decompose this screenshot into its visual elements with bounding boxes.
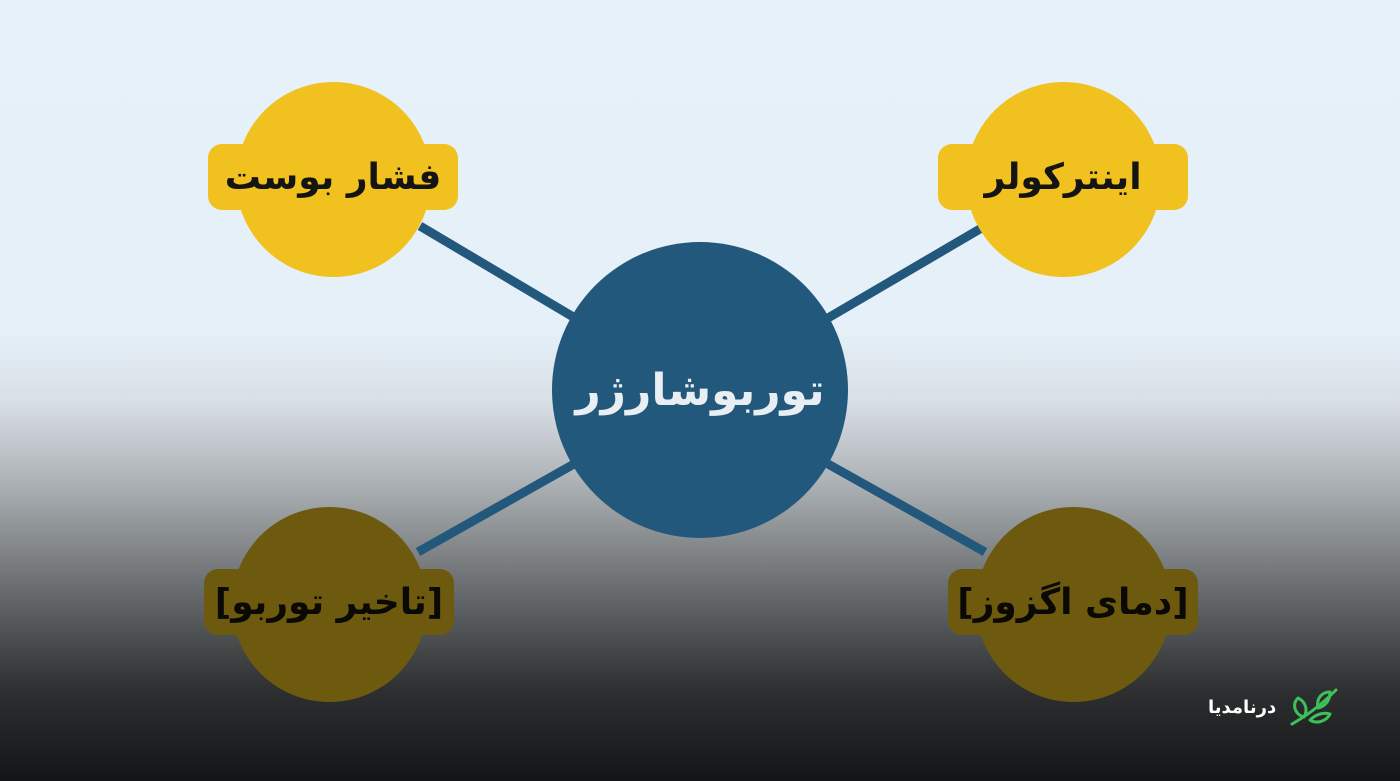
node-label: [تاخیر توربو] (214, 581, 444, 623)
hub-label: توربوشارژر (575, 364, 825, 416)
node-turbo-lag: [تاخیر توربو] (204, 507, 454, 702)
leaf-icon (1290, 688, 1338, 726)
connector-bottom-left (415, 460, 577, 556)
node-exhaust-temp: [دمای اگزوز] (948, 507, 1198, 702)
node-boost-pressure: فشار بوست (208, 82, 458, 277)
node-label: اینترکولر (984, 156, 1142, 198)
hub-node: توربوشارژر (552, 242, 848, 538)
connector-bottom-right (825, 460, 988, 556)
brand-logo: درنامدیا (1208, 684, 1342, 730)
node-label: [دمای اگزوز] (957, 581, 1189, 623)
connector-top-right (825, 222, 988, 322)
logo-text: درنامدیا (1208, 696, 1277, 718)
node-pill: فشار بوست (208, 144, 458, 210)
connector-top-left (417, 222, 578, 322)
node-pill: اینترکولر (938, 144, 1188, 210)
node-pill: [دمای اگزوز] (948, 569, 1198, 635)
node-label: فشار بوست (224, 156, 442, 198)
node-pill: [تاخیر توربو] (204, 569, 454, 635)
node-intercooler: اینترکولر (938, 82, 1188, 277)
